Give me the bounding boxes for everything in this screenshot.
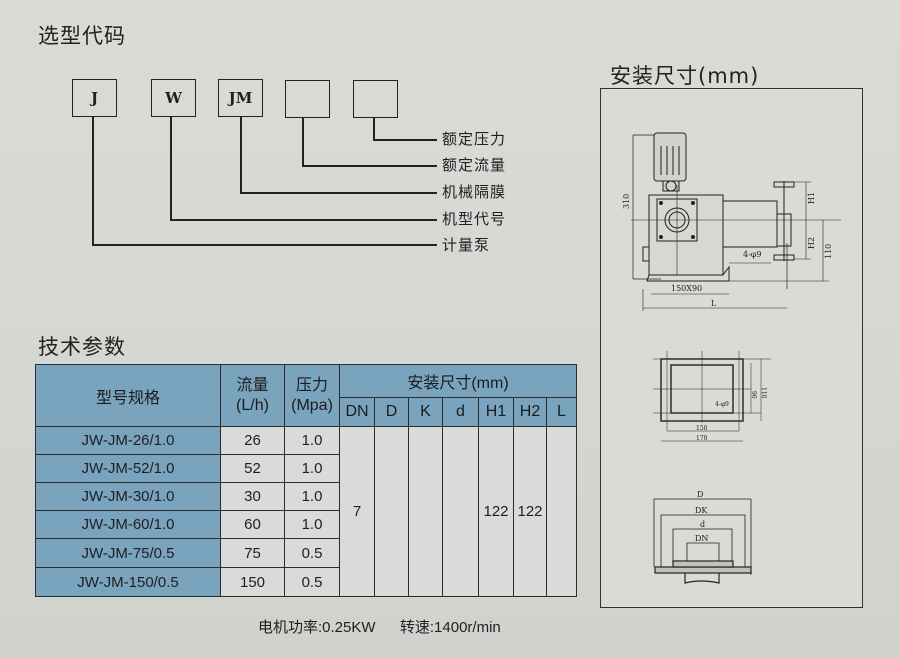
cell-model: JW-JM-150/0.5 xyxy=(35,567,221,597)
connector-line xyxy=(92,244,437,246)
header-model: 型号规格 xyxy=(35,364,221,427)
cell-d xyxy=(374,426,409,597)
pump-side-view-drawing: 310 H1 H2 110 xyxy=(622,132,841,311)
code-box-j: J xyxy=(72,79,117,117)
header-dn: DN xyxy=(339,397,375,427)
spec-table: 型号规格 流量 (L/h) 压力 (Mpa) 安装尺寸(mm) DN D K d… xyxy=(35,364,577,597)
svg-text:4-φ9: 4-φ9 xyxy=(743,250,761,259)
svg-text:4-φ9: 4-φ9 xyxy=(715,401,729,408)
cell-h1: 122 xyxy=(478,426,514,597)
motor-spec: 电机功率:0.25KW 转速:1400r/min xyxy=(258,616,501,637)
cell-flow: 60 xyxy=(220,510,285,539)
label-rated-flow: 额定流量 xyxy=(442,156,507,174)
svg-text:DK: DK xyxy=(695,506,708,515)
header-pressure-unit: (Mpa) xyxy=(291,396,333,414)
code-box-w: W xyxy=(151,79,196,117)
table-row: JW-JM-30/1.0 30 1.0 xyxy=(35,482,577,511)
connector-line xyxy=(240,192,437,194)
motor-power: 电机功率:0.25KW xyxy=(258,619,376,636)
header-d-small: d xyxy=(442,397,479,427)
connector-line xyxy=(92,117,94,245)
cell-model: JW-JM-52/1.0 xyxy=(35,454,221,483)
table-row: JW-JM-75/0.5 75 0.5 xyxy=(35,538,577,568)
header-flow: 流量 (L/h) xyxy=(220,364,285,427)
cell-flow: 52 xyxy=(220,454,285,483)
cell-model: JW-JM-30/1.0 xyxy=(35,482,221,511)
cell-flow: 150 xyxy=(220,567,285,597)
drawing-frame: 310 H1 H2 110 xyxy=(600,88,863,608)
cell-pressure: 1.0 xyxy=(284,426,340,455)
svg-text:170: 170 xyxy=(696,435,708,442)
table-row: JW-JM-150/0.5 150 0.5 xyxy=(35,567,577,597)
svg-text:150X90: 150X90 xyxy=(671,284,702,293)
svg-text:DN: DN xyxy=(695,534,708,543)
connector-line xyxy=(373,118,375,140)
connector-line xyxy=(170,219,437,221)
code-box-jm: JM xyxy=(218,79,263,117)
header-pressure-label: 压力 xyxy=(295,376,328,394)
cell-pressure: 0.5 xyxy=(284,538,340,568)
svg-text:D: D xyxy=(697,491,703,499)
cell-model: JW-JM-26/1.0 xyxy=(35,426,221,455)
table-row: JW-JM-52/1.0 52 1.0 xyxy=(35,454,577,483)
svg-text:H2: H2 xyxy=(807,237,816,249)
selection-code-title: 选型代码 xyxy=(38,24,126,48)
connector-line xyxy=(373,139,437,141)
cell-flow: 75 xyxy=(220,538,285,568)
cell-flow: 30 xyxy=(220,482,285,511)
install-dims-title: 安装尺寸(mm) xyxy=(610,64,760,88)
header-h1: H1 xyxy=(478,397,514,427)
header-h2: H2 xyxy=(513,397,547,427)
svg-text:H1: H1 xyxy=(807,192,816,204)
header-install-dims: 安装尺寸(mm) xyxy=(339,364,577,398)
label-mech-diaphragm: 机械隔膜 xyxy=(442,183,507,201)
svg-text:L: L xyxy=(711,299,717,308)
header-k: K xyxy=(408,397,443,427)
cell-pressure: 1.0 xyxy=(284,454,340,483)
cell-k xyxy=(408,426,443,597)
header-pressure: 压力 (Mpa) xyxy=(284,364,340,427)
svg-text:110: 110 xyxy=(760,387,767,399)
flange-drawing: D DK d DN xyxy=(653,491,752,584)
svg-text:110: 110 xyxy=(824,244,833,259)
connector-line xyxy=(170,117,172,220)
cell-pressure: 1.0 xyxy=(284,482,340,511)
motor-speed: 转速:1400r/min xyxy=(399,619,501,636)
cell-d-small xyxy=(442,426,479,597)
svg-text:90: 90 xyxy=(750,391,757,399)
svg-text:310: 310 xyxy=(622,194,631,209)
svg-text:d: d xyxy=(700,520,705,529)
header-flow-unit: (L/h) xyxy=(236,396,269,414)
label-metering-pump: 计量泵 xyxy=(442,236,491,254)
label-model-code: 机型代号 xyxy=(442,210,507,228)
cell-dn: 7 xyxy=(339,426,375,597)
base-plan-drawing: 90 110 4-φ9 150 170 xyxy=(653,351,771,442)
code-box-flow xyxy=(285,80,330,118)
cell-l xyxy=(546,426,577,597)
cell-flow: 26 xyxy=(220,426,285,455)
label-rated-pressure: 额定压力 xyxy=(442,130,507,148)
cell-pressure: 1.0 xyxy=(284,510,340,539)
tech-params-title: 技术参数 xyxy=(38,335,126,359)
cell-h2: 122 xyxy=(513,426,547,597)
cell-model: JW-JM-60/1.0 xyxy=(35,510,221,539)
header-flow-label: 流量 xyxy=(236,376,269,394)
cell-model: JW-JM-75/0.5 xyxy=(35,538,221,568)
svg-text:150: 150 xyxy=(696,425,708,432)
connector-line xyxy=(302,165,437,167)
connector-line xyxy=(302,118,304,166)
connector-line xyxy=(240,117,242,193)
header-l: L xyxy=(546,397,577,427)
header-d: D xyxy=(374,397,409,427)
table-row: JW-JM-60/1.0 60 1.0 xyxy=(35,510,577,539)
table-row: JW-JM-26/1.0 26 1.0 7 122 122 xyxy=(35,426,577,597)
code-box-pressure xyxy=(353,80,398,118)
cell-pressure: 0.5 xyxy=(284,567,340,597)
